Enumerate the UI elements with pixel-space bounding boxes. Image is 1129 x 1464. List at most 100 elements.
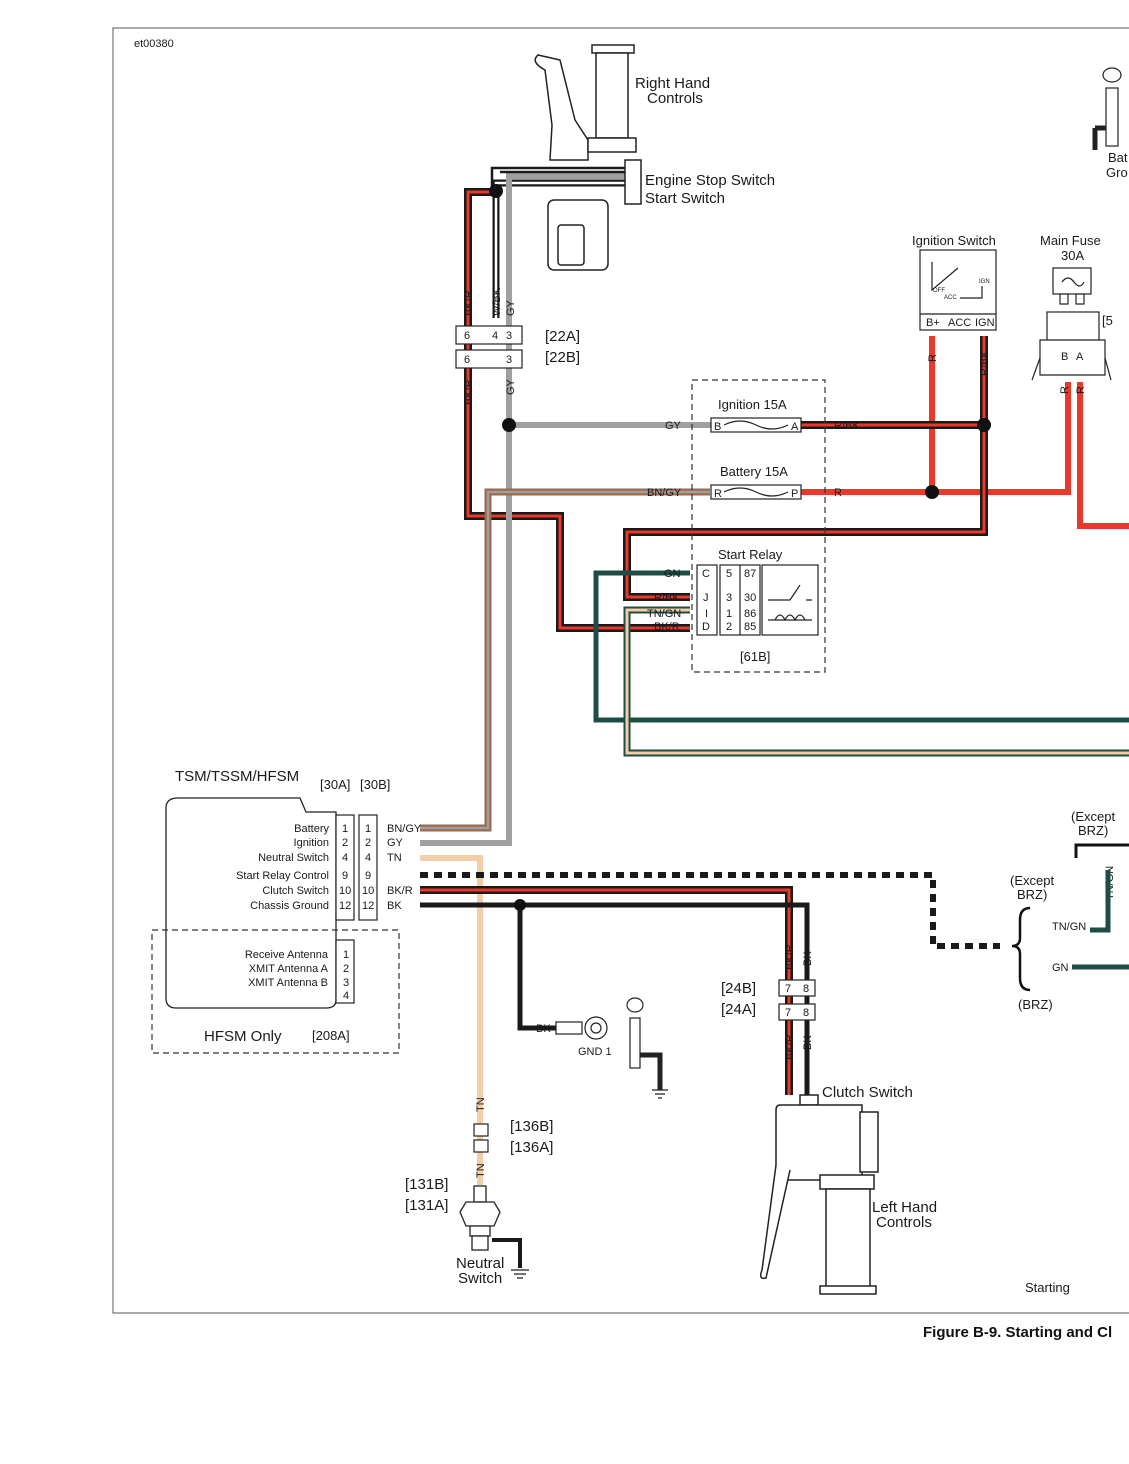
connector-30a-label: [30A] — [320, 777, 350, 792]
svg-text:Start Relay Control: Start Relay Control — [236, 870, 329, 882]
neutral-switch — [459, 1185, 501, 1251]
ignition-switch-label: Ignition Switch — [912, 233, 996, 248]
gnd1-label: GND 1 — [578, 1046, 612, 1058]
svg-text:Battery: Battery — [294, 823, 329, 835]
svg-text:2: 2 — [342, 837, 348, 849]
tsm-pin-row-neutral: Neutral Switch 4 4 TN — [258, 852, 402, 864]
engine-stop-switch-label: Engine Stop Switch — [645, 172, 775, 189]
pin-22a-4: 4 — [492, 330, 498, 342]
pin-22b-3: 3 — [506, 354, 512, 366]
connector-30a — [335, 814, 355, 921]
relay-pin-87: 87 — [744, 568, 756, 580]
svg-text:Neutral Switch: Neutral Switch — [258, 852, 329, 864]
main-fuse-label-2: 30A — [1061, 248, 1084, 263]
except-brz-1-line2: BRZ) — [1078, 823, 1108, 838]
brz-brace — [1011, 906, 1031, 992]
tsm-pin-row-clutch: Clutch Switch 10 10 BK/R — [262, 885, 412, 897]
wire-start-relay-control — [420, 872, 1000, 949]
ignition-fuse-term-b: B — [714, 421, 721, 433]
pin-24b-8: 8 — [803, 983, 809, 995]
connector-22a-label: [22A] — [545, 328, 580, 345]
svg-text:Chassis Ground: Chassis Ground — [250, 900, 329, 912]
wire-label-bkr-relay: BK/R — [654, 621, 680, 633]
antenna-pin-rows: Receive Antenna 1 XMIT Antenna A 2 XMIT … — [245, 949, 349, 1002]
svg-text:4: 4 — [342, 852, 348, 864]
gnd1-hardware — [555, 997, 668, 1099]
battery-ground-label-2: Gro — [1106, 165, 1128, 180]
start-relay — [696, 564, 819, 636]
wire-r-bk-ign — [623, 336, 988, 601]
wire-bk-ground — [420, 902, 810, 1097]
figure-id: et00380 — [134, 38, 174, 50]
connector-22a — [455, 325, 523, 369]
right-hand-controls-label-2: Controls — [647, 90, 703, 107]
wire-label-wbk: W/BK — [491, 287, 503, 316]
left-hand-controls-label-2: Controls — [876, 1214, 932, 1231]
neutral-switch-label-1: Neutral — [456, 1255, 504, 1272]
connector-30b — [358, 814, 378, 921]
svg-text:1: 1 — [365, 823, 371, 835]
svg-text:9: 9 — [342, 870, 348, 882]
right-hand-controls-label-1: Right Hand — [635, 75, 710, 92]
battery-ground-hardware — [1092, 67, 1122, 150]
main-fuse-label-1: Main Fuse — [1040, 233, 1101, 248]
svg-text:4: 4 — [365, 852, 371, 864]
ignition-fuse — [710, 417, 802, 433]
wire-label-tn-upper: TN — [475, 1097, 487, 1112]
relay-pin-3: 3 — [726, 592, 732, 604]
wire-tn-gn-brz-vert — [1090, 870, 1111, 933]
svg-text:10: 10 — [339, 885, 351, 897]
left-hand-controls-label-1: Left Hand — [872, 1199, 937, 1216]
ignition-switch-pos-off: OFF — [933, 288, 945, 294]
connector-30b-label: [30B] — [360, 777, 390, 792]
battery-fuse-term-r: R — [714, 488, 722, 500]
except-brz-2-line1: (Except — [1010, 873, 1054, 888]
relay-pin-1: 1 — [726, 608, 732, 620]
junction-dots — [489, 184, 991, 911]
pin-24b-7: 7 — [785, 983, 791, 995]
svg-text:12: 12 — [339, 900, 351, 912]
svg-text:9: 9 — [365, 870, 371, 882]
connector-22b-label: [22B] — [545, 349, 580, 366]
tsm-pin-row-start-relay: Start Relay Control 9 9 — [236, 870, 371, 882]
wire-label-bkr-clutch-top: BK/R — [784, 944, 796, 970]
wire-label-gn-brz: GN — [1052, 962, 1069, 974]
fuse-relay-box — [691, 379, 826, 673]
brz-label: (BRZ) — [1018, 997, 1053, 1012]
battery-fuse — [710, 484, 802, 500]
wire-label-r-ign: R — [927, 354, 939, 362]
ignition-switch-term-ign: IGN — [975, 317, 995, 329]
pin-22b-6: 6 — [464, 354, 470, 366]
wire-w-bk — [492, 179, 625, 318]
wire-bn-gy — [420, 488, 710, 832]
hfsm-only-box — [151, 929, 400, 1054]
wire-r-battery — [800, 336, 1129, 529]
svg-text:4: 4 — [343, 990, 349, 1002]
main-fuse-term-b: B — [1061, 351, 1068, 363]
relay-pin-5: 5 — [726, 568, 732, 580]
svg-text:1: 1 — [343, 949, 349, 961]
battery-fuse-term-p: P — [791, 488, 798, 500]
except-brz-2-line2: BRZ) — [1017, 887, 1047, 902]
pin-22a-3: 3 — [506, 330, 512, 342]
wire-label-rbk-relay: R/BK — [654, 592, 680, 604]
wire-switch-black — [490, 166, 625, 190]
wire-label-gy-mid: GY — [505, 378, 517, 395]
relay-pin-30: 30 — [744, 592, 756, 604]
connector-131a-label: [131A] — [405, 1197, 448, 1214]
tsm-pin-row-ignition: Ignition 2 2 GY — [294, 837, 404, 849]
hfsm-only-label: HFSM Only — [204, 1028, 282, 1045]
ignition-switch-term-acc: ACC — [948, 317, 971, 329]
connector-24 — [778, 979, 816, 1021]
svg-text:XMIT Antenna A: XMIT Antenna A — [249, 963, 329, 975]
brz-bracket-top — [1074, 843, 1129, 858]
svg-text:TN: TN — [387, 852, 402, 864]
wire-label-bk-clutch-bottom: BK — [802, 1035, 814, 1050]
svg-text:2: 2 — [365, 837, 371, 849]
section-label: Starting — [1025, 1280, 1070, 1295]
wire-label-bkr-clutch-bottom: BK/R — [784, 1034, 796, 1060]
connector-136a-label: [136A] — [510, 1139, 553, 1156]
connector-136 — [473, 1123, 489, 1153]
battery-fuse-label: Battery 15A — [720, 464, 788, 479]
